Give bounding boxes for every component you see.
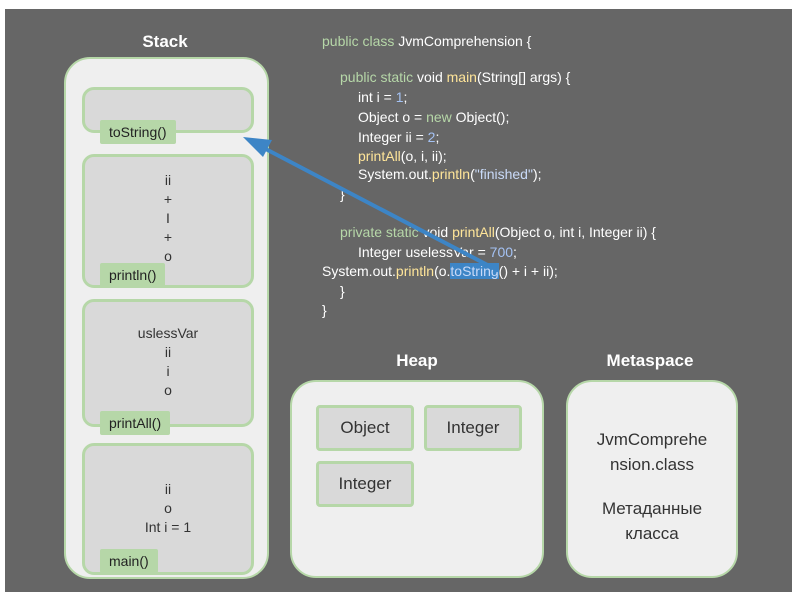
code-line: int i = 1; [358, 88, 407, 106]
stack-frame-printall: uslessVar ii i o [82, 299, 254, 427]
code-token: private static [340, 224, 423, 240]
stack-title: Stack [142, 32, 188, 51]
frame-var: ii [164, 481, 172, 497]
code-token: 2 [427, 129, 436, 145]
frame-var: + [163, 191, 173, 207]
metaspace-line: Метаданные [601, 499, 703, 518]
frame-var: Int i = 1 [144, 519, 192, 535]
code-line: Integer ii = 2; [358, 128, 439, 146]
code-token: void [422, 224, 453, 240]
code-token: Integer ii = [358, 129, 428, 145]
code-token: (String[] args) { [476, 69, 571, 85]
heap-title: Heap [396, 351, 438, 370]
frame-label-tostring: toString() [100, 120, 176, 144]
frame-var: I [166, 210, 170, 226]
frame-vars: ii + I + o [85, 171, 251, 266]
code-token: println [395, 263, 435, 279]
code-token: JvmComprehension { [398, 33, 532, 49]
metaspace-line: nsion.class [609, 455, 695, 474]
frame-label-printall: printAll() [100, 411, 171, 435]
code-token: System.out. [358, 166, 432, 182]
stack-panel: toString() ii + I + o println() uslessVa… [64, 57, 269, 579]
code-token: (Object o, int i, Integer ii) { [494, 224, 656, 240]
code-token: public static [340, 69, 418, 85]
code-token: printAll [358, 148, 401, 164]
code-token: ); [532, 166, 542, 182]
frame-vars: ii o Int i = 1 [85, 480, 251, 537]
code-line: System.out.println(o.toString() + i + ii… [322, 262, 558, 280]
frame-var: o [164, 248, 172, 264]
code-token: System.out. [322, 263, 396, 279]
metaspace-class-name: JvmComprehe nsion.class [568, 427, 736, 477]
code-line: public static void main(String[] args) { [340, 68, 570, 86]
metaspace-title: Metaspace [606, 351, 694, 370]
code-line: System.out.println("finished"); [358, 165, 542, 183]
frame-var: o [164, 500, 172, 516]
code-token: public class [322, 33, 399, 49]
heap-object: Integer [424, 405, 522, 451]
code-token: } [340, 186, 345, 202]
code-line: printAll(o, i, ii); [358, 147, 447, 165]
code-token: } [340, 283, 345, 299]
code-token: 700 [489, 244, 514, 260]
code-line: } [340, 282, 345, 300]
code-token: "finished" [474, 166, 533, 182]
metaspace-class-metadata: Метаданные класса [568, 496, 736, 546]
heap-object: Object [316, 405, 414, 451]
code-token: ; [403, 89, 408, 105]
metaspace-line: JvmComprehe [596, 430, 708, 449]
code-token: (o, i, ii); [400, 148, 447, 164]
heap-object: Integer [316, 461, 414, 507]
code-line: } [340, 185, 345, 203]
frame-vars: uslessVar ii i o [85, 324, 251, 400]
metaspace-panel: JvmComprehe nsion.class Метаданные класс… [566, 380, 738, 578]
frame-var: ii [164, 344, 172, 360]
code-token: void [417, 69, 447, 85]
code-token: ; [513, 244, 517, 260]
highlighted-token: toString [450, 263, 499, 279]
code-line: Integer uselessVar = 700; [358, 243, 517, 261]
code-line: private static void printAll(Object o, i… [340, 223, 656, 241]
code-token: ; [435, 129, 440, 145]
code-block: public class JvmComprehension { public s… [322, 32, 656, 319]
code-token: () + i + ii); [498, 263, 558, 279]
code-token: main [446, 69, 477, 85]
metaspace-line: класса [625, 524, 679, 543]
frame-var: o [164, 382, 172, 398]
frame-var: ii [164, 172, 172, 188]
code-token: Integer uselessVar = [358, 244, 490, 260]
code-token: (o. [434, 263, 451, 279]
frame-var: + [163, 229, 173, 245]
code-token: Object o = [358, 109, 427, 125]
code-token: println [431, 166, 471, 182]
frame-var: uslessVar [137, 325, 199, 341]
code-token: printAll [452, 224, 495, 240]
code-token: new [426, 109, 456, 125]
frame-label-main: main() [100, 549, 158, 573]
heap-panel: Object Integer Integer [290, 380, 544, 578]
code-line: public class JvmComprehension { [322, 32, 531, 50]
code-token: int i = [358, 89, 396, 105]
frame-var: i [166, 363, 170, 379]
code-line: } [322, 301, 327, 319]
code-line: Object o = new Object(); [358, 108, 509, 126]
code-token: } [322, 302, 327, 318]
code-token: Object(); [455, 109, 510, 125]
frame-label-println: println() [100, 263, 166, 287]
code-token: 1 [395, 89, 404, 105]
